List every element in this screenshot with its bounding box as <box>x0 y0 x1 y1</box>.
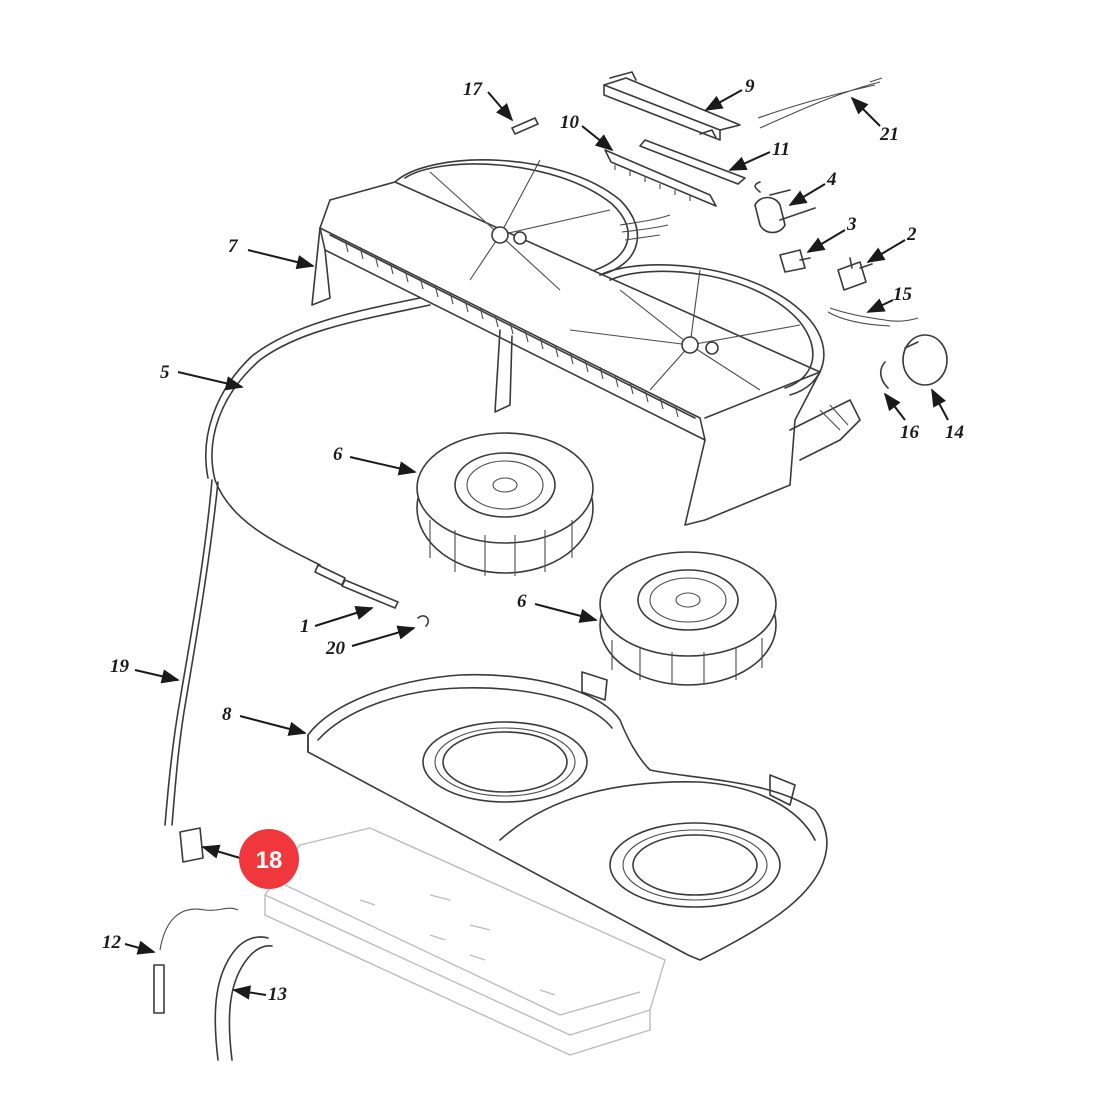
sensor-part-1 <box>314 564 399 609</box>
svg-text:15: 15 <box>893 284 913 305</box>
callout-6-lower: 6 <box>517 591 598 623</box>
strip-part-11 <box>639 139 746 185</box>
callout-4: 4 <box>788 169 837 206</box>
svg-text:3: 3 <box>846 214 857 235</box>
svg-text:2: 2 <box>906 224 917 245</box>
svg-text:14: 14 <box>945 422 964 443</box>
callout-6-upper: 6 <box>333 444 417 476</box>
callout-21: 21 <box>850 96 899 145</box>
svg-text:21: 21 <box>879 124 899 145</box>
svg-text:20: 20 <box>325 638 346 659</box>
svg-text:17: 17 <box>463 79 484 100</box>
thermistor-part-12 <box>153 907 239 1014</box>
bracket-part-9 <box>603 71 741 141</box>
svg-text:16: 16 <box>900 422 920 443</box>
base-plate-part-8 <box>307 671 828 961</box>
callout-13: 13 <box>232 984 287 1005</box>
connector-part-18 <box>179 827 204 863</box>
callout-1: 1 <box>300 606 374 637</box>
blower-housing-frame <box>311 159 861 526</box>
motor-part-14 <box>902 334 948 386</box>
callout-7: 7 <box>228 236 315 270</box>
fan-wheel-upper <box>416 432 594 576</box>
callout-18-highlight[interactable]: 18 <box>201 829 299 889</box>
callout-16: 16 <box>883 392 920 443</box>
svg-text:4: 4 <box>826 169 837 190</box>
tube-part-16 <box>879 361 889 389</box>
cable-part-5 <box>211 304 431 566</box>
svg-text:18: 18 <box>256 847 283 874</box>
harness-part-15 <box>827 307 919 327</box>
wire-harness-part-21 <box>757 77 883 129</box>
terminal-block-part-10 <box>604 149 717 207</box>
svg-text:9: 9 <box>745 76 755 97</box>
callout-12: 12 <box>102 932 156 955</box>
svg-text:1: 1 <box>300 616 310 637</box>
callout-8: 8 <box>222 704 307 736</box>
svg-text:10: 10 <box>560 112 580 133</box>
callout-10: 10 <box>560 112 614 152</box>
fan-wheel-lower <box>599 551 777 686</box>
svg-text:7: 7 <box>228 236 239 257</box>
svg-text:19: 19 <box>110 656 130 677</box>
svg-text:8: 8 <box>222 704 232 725</box>
callout-17: 17 <box>463 79 514 122</box>
clip-part-20 <box>417 615 430 627</box>
svg-text:11: 11 <box>772 139 790 160</box>
cable-part-19 <box>164 479 213 826</box>
svg-text:6: 6 <box>333 444 343 465</box>
callout-20: 20 <box>325 625 416 659</box>
callout-2: 2 <box>866 224 917 263</box>
hose-part-13 <box>214 936 269 1061</box>
clip-part-17 <box>511 117 539 135</box>
sensor-part-3 <box>779 249 811 273</box>
switch-part-2 <box>837 257 873 291</box>
highlight-badge[interactable] <box>239 829 299 889</box>
callout-14: 14 <box>931 388 964 443</box>
callout-3: 3 <box>806 214 857 253</box>
callout-11: 11 <box>728 139 790 171</box>
callout-5: 5 <box>160 362 244 391</box>
svg-text:12: 12 <box>102 932 122 953</box>
valve-part-4 <box>754 181 816 234</box>
svg-text:6: 6 <box>517 591 527 612</box>
svg-text:5: 5 <box>160 362 170 383</box>
callout-9: 9 <box>704 76 755 111</box>
callout-15: 15 <box>866 284 913 313</box>
svg-text:13: 13 <box>268 984 287 1005</box>
callout-19: 19 <box>110 656 180 684</box>
bottom-tray-part-18 <box>263 827 666 1056</box>
